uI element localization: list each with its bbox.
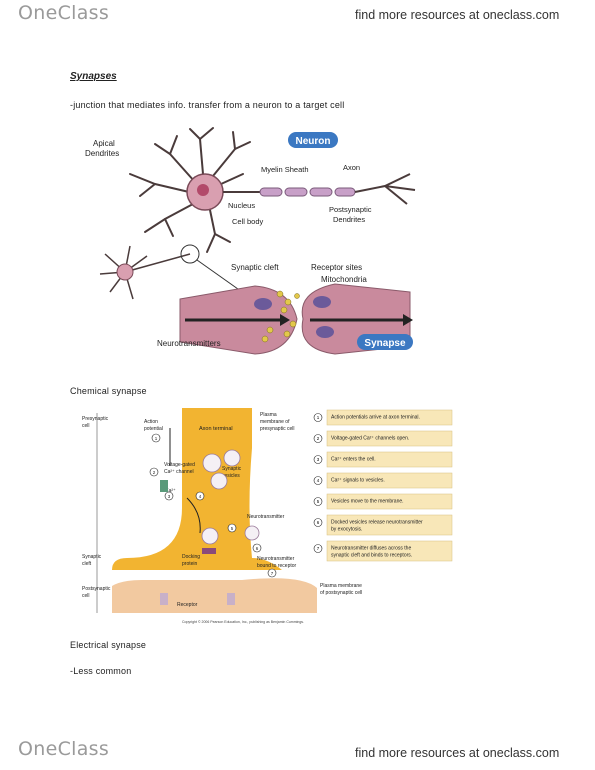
label-postsynaptic-2: cell [82,593,90,599]
svg-text:5: 5 [231,526,234,531]
nucleus-shape [197,184,209,196]
step-number-circle [313,497,323,506]
neuron-badge: Neuron [296,136,331,147]
label-action-1: Action [144,419,158,425]
step-text: Vesicles move to the membrane. [331,499,404,505]
footer-resources-link[interactable]: find more resources at oneclass.com [355,746,560,760]
step-number: 1 [317,415,320,420]
step-number-circle [313,455,323,464]
label-plasma-2: membrane of [260,419,290,425]
svg-text:7: 7 [271,571,274,576]
label-action-2: potential [144,426,163,432]
label-sv-2: vesicles [222,473,240,479]
label-synaptic-1: Synaptic [82,554,102,560]
figure-copyright: Copyright © 2006 Pearson Education, Inc.… [182,620,304,624]
page-title: Synapses [70,71,117,82]
electrical-synapse-note: -Less common [70,666,132,676]
label-post-dendrites: Dendrites [333,215,365,224]
synapse-badge: Synapse [364,338,406,349]
footer-oneclass-logo[interactable]: OneClass [18,738,109,760]
label-pm-post-1: Plasma membrane [320,583,362,589]
electrical-synapse-heading: Electrical synapse [70,640,147,650]
label-postsynaptic-1: Postsynaptic [82,586,111,592]
label-neurotransmitter: Neurotransmitter [247,514,285,520]
label-myelin: Myelin Sheath [261,165,309,174]
label-apical: Apical [93,139,115,148]
label-ca: Ca²⁺ [165,488,176,494]
label-docking-1: Docking [182,554,200,560]
step-number-circle [313,434,323,443]
step-text: Action potentials arrive at axon termina… [331,415,420,421]
step-text: Neurotransmitter diffuses across the [331,546,411,552]
svg-text:1: 1 [155,436,158,441]
label-plasma-1: Plasma [260,412,277,418]
step-box [326,514,453,536]
step-number: 5 [317,499,320,504]
label-vgc-1: Voltage-gated [164,462,195,468]
label-docking-2: protein [182,561,198,567]
label-receptor-sites: Receptor sites [311,263,362,272]
step-number: 2 [317,436,320,441]
label-apical-dendrites: Dendrites [85,149,119,158]
label-vgc-2: Ca²⁺ channel [164,469,194,475]
svg-text:2: 2 [153,470,156,475]
step-box [326,430,453,447]
label-receptor: Receptor [177,602,198,608]
step-text: Voltage-gated Ca²⁺ channels open. [331,436,409,442]
header-resources-link[interactable]: find more resources at oneclass.com [355,8,560,22]
oneclass-logo[interactable]: OneClass [18,2,109,24]
label-synaptic-cleft: Synaptic cleft [231,263,279,272]
label-cell-body: Cell body [232,217,264,226]
step-list: 1 Action potentials arrive at axon termin… [313,409,453,562]
svg-text:6: 6 [256,546,259,551]
label-plasma-3: presynaptic cell [260,426,294,432]
label-axon-terminal: Axon terminal [199,426,233,432]
step-number: 7 [317,546,320,551]
step-box [326,493,453,510]
step-number: 6 [317,520,320,525]
label-sv-1: Synaptic [222,466,242,472]
label-presynaptic-2: cell [82,423,90,429]
neuron-synapse-figure: Neuron Apical Dendrites Myelin Sheath Ax… [85,124,425,364]
step-text: Docked vesicles release neurotransmitter [331,520,423,526]
step-number-circle [313,544,323,553]
step-box [326,451,453,468]
label-nucleus: Nucleus [228,201,255,210]
step-text: by exocytosis. [331,527,362,533]
label-bound-2: bound to receptor [257,563,297,569]
label-neurotransmitters: Neurotransmitters [157,339,221,348]
step-box [326,540,453,562]
logo-text: OneClass [18,2,110,24]
label-postsynaptic: Postsynaptic [329,205,372,214]
label-pm-post-2: of postsynaptic cell [320,590,362,596]
step-number-circle [313,518,323,527]
synapse-definition: -junction that mediates info. transfer f… [70,100,345,110]
step-text: Ca²⁺ signals to vesicles. [331,478,385,484]
label-presynaptic-1: Presynaptic [82,416,109,422]
label-axon: Axon [343,163,360,172]
chemical-synapse-heading: Chemical synapse [70,386,147,396]
step-box [326,472,453,489]
step-number: 3 [317,457,320,462]
step-number-circle [313,413,323,422]
step-text: synaptic cleft and binds to receptors. [331,553,412,559]
step-box [326,409,453,426]
chemical-synapse-figure: Presynaptic cell Synaptic cleft Postsyna… [82,408,457,628]
step-number: 4 [317,478,320,483]
footer-logo-text: OneClass [18,738,110,760]
label-bound-1: Neurotransmitter [257,556,295,562]
step-number-circle [313,476,323,485]
label-mitochondria: Mitochondria [321,275,367,284]
svg-text:4: 4 [199,494,202,499]
svg-text:3: 3 [168,494,171,499]
label-synaptic-2: cleft [82,561,92,567]
step-text: Ca²⁺ enters the cell. [331,457,376,463]
